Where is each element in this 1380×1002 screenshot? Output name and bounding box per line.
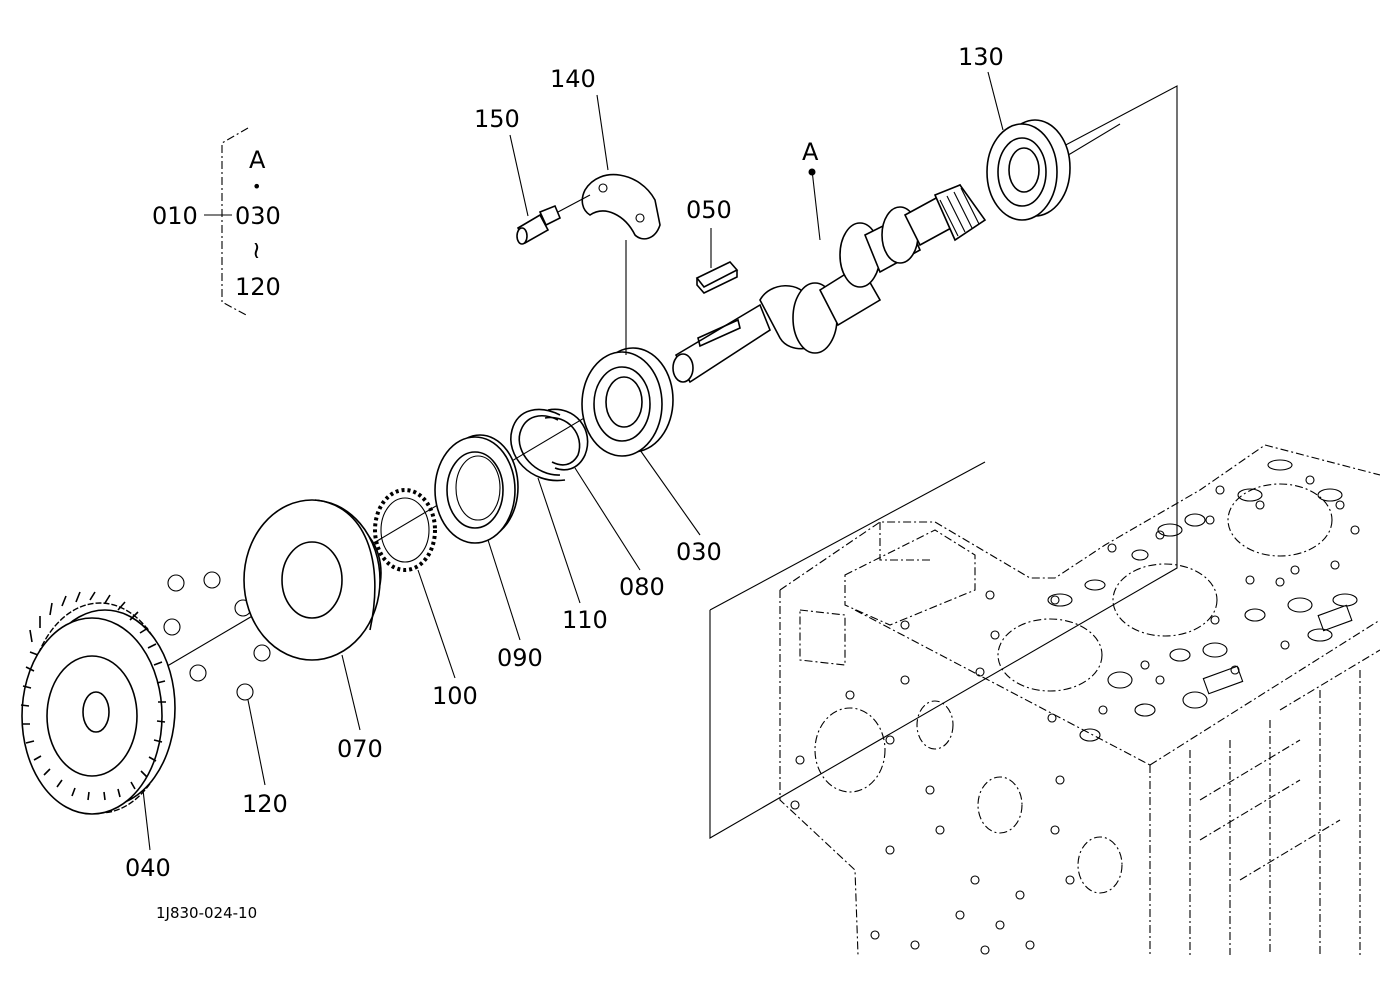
leader-lines [142,71,1004,851]
callout-110: 110 [562,606,608,634]
gear-040 [20,591,176,815]
callout-050: 050 [686,196,732,224]
group-dot: • [252,177,261,196]
needle-bearing-100 [373,488,437,572]
callout-030: 030 [676,538,722,566]
group-point: A [249,146,266,174]
camshaft [672,183,987,384]
point-a-marker [808,168,816,176]
callout-150: 150 [474,105,520,133]
bolt-150 [516,194,591,245]
engine-block [709,85,1380,956]
snap-ring-080 [544,408,589,471]
callout-100: 100 [432,682,478,710]
snap-ring-110 [510,408,566,482]
callout-120: 120 [242,790,288,818]
callout-detail-a: A [802,138,819,166]
callout-080: 080 [619,573,665,601]
group-to: 120 [235,273,281,301]
balls-120 [163,571,271,701]
thrust-plate-140 [581,173,661,240]
drawing-number: 1J830-024-10 [156,904,257,922]
bearing-130 [986,119,1071,221]
callout-labels: 130 140 150 A 050 030 080 110 090 100 07… [125,43,1004,882]
group-from: 030 [235,202,281,230]
group-range-mark: ≀ [252,236,261,264]
callout-140: 140 [550,65,596,93]
seal-090 [434,434,519,544]
key-050 [695,261,739,294]
plate-070 [243,499,382,661]
callout-090: 090 [497,644,543,672]
callout-040: 040 [125,854,171,882]
callout-010: 010 [152,202,198,230]
callout-130: 130 [958,43,1004,71]
assembly-group-010: 010 A • 030 ≀ 120 [152,127,281,317]
callout-070: 070 [337,735,383,763]
bearing-030 [581,347,674,457]
